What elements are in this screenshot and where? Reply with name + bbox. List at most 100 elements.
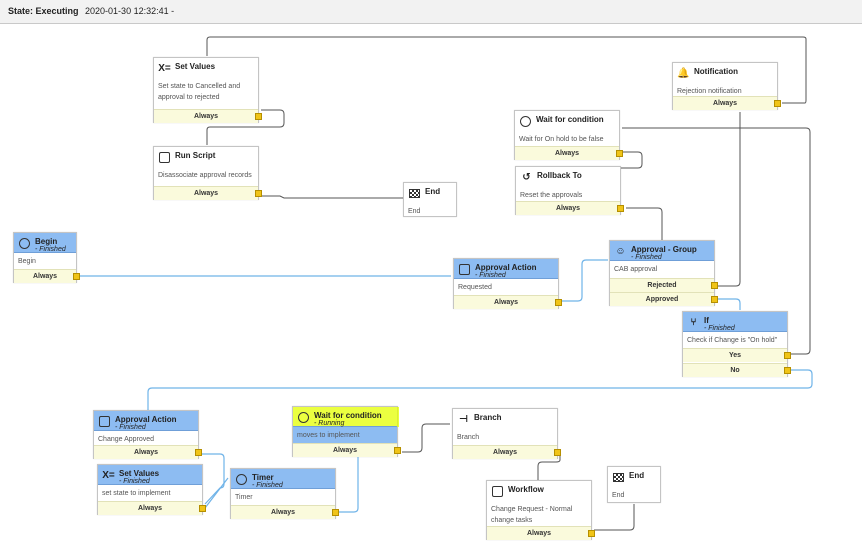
workflow-node[interactable]: Workflow Change Request - Normal change …: [486, 480, 595, 540]
node-status: - Finished: [631, 254, 662, 261]
transition-always[interactable]: Always: [231, 505, 339, 519]
node-title: Run Script: [175, 151, 216, 160]
node-title: Approval Action: [475, 263, 537, 272]
connection-lines: [79, 36, 813, 531]
finish-flag-icon: [612, 471, 625, 484]
transition-approved[interactable]: Approved: [610, 292, 718, 306]
transition-always[interactable]: Always: [14, 269, 80, 283]
branch-icon: ⊣: [458, 414, 469, 425]
transition-yes[interactable]: Yes: [683, 348, 791, 362]
output-port[interactable]: [255, 190, 262, 197]
transition-no[interactable]: No: [683, 363, 791, 377]
running-highlight: [293, 407, 399, 427]
wire-rollback-to-group: [626, 207, 663, 240]
transition-always[interactable]: Always: [154, 186, 262, 200]
node-description: Rejection notification: [677, 88, 742, 95]
script-icon: [158, 151, 171, 164]
set-values-icon: X=: [158, 63, 171, 74]
node-description: moves to implement: [293, 427, 397, 443]
transition-always[interactable]: Always: [454, 295, 562, 309]
play-icon: [18, 237, 31, 250]
node-title: End: [629, 471, 645, 480]
transition-always[interactable]: Always: [94, 445, 202, 459]
output-port[interactable]: [73, 273, 80, 280]
transition-always[interactable]: Always: [516, 201, 624, 215]
output-port[interactable]: [394, 447, 401, 454]
transition-always[interactable]: Always: [154, 109, 262, 123]
transition-always[interactable]: Always: [453, 445, 561, 459]
set-values-node-bottom[interactable]: X= Set Values - Finished set state to im…: [97, 464, 206, 515]
node-description: Disassociate approval records: [158, 172, 252, 179]
node-status: - Finished: [35, 246, 66, 253]
wire-approval-to-setvalues: [201, 453, 225, 505]
approval-action-node-bottom[interactable]: Approval Action - Finished Change Approv…: [93, 410, 202, 459]
set-values-node-top[interactable]: X= Set Values Set state to Cancelled and…: [153, 57, 262, 123]
output-port[interactable]: [255, 113, 262, 120]
output-port[interactable]: [195, 449, 202, 456]
output-port[interactable]: [711, 282, 718, 289]
transition-always[interactable]: Always: [98, 501, 206, 515]
node-title: Set Values: [119, 469, 160, 478]
end-node-top[interactable]: End End: [403, 182, 457, 217]
transition-always[interactable]: Always: [515, 146, 623, 160]
branch-decision-icon: ⑂: [690, 317, 697, 328]
node-description: Timer: [235, 494, 253, 501]
timer-node[interactable]: Timer - Finished Timer Always: [230, 468, 339, 519]
branch-node[interactable]: ⊣ Branch Branch Always: [452, 408, 561, 459]
output-port[interactable]: [616, 150, 623, 157]
approval-group-node[interactable]: ☺ Approval - Group - Finished CAB approv…: [609, 240, 718, 306]
wire-rejected-to-notification: [716, 112, 741, 287]
node-title: Notification: [694, 67, 738, 76]
node-description: CAB approval: [614, 266, 658, 273]
output-port[interactable]: [774, 100, 781, 107]
output-port[interactable]: [784, 367, 791, 374]
node-status: - Finished: [704, 325, 735, 332]
run-script-node[interactable]: Run Script Disassociate approval records…: [153, 146, 262, 200]
approval-action-node-top[interactable]: Approval Action - Finished Requested Alw…: [453, 258, 562, 309]
node-title: Wait for condition: [536, 115, 604, 124]
output-port[interactable]: [332, 509, 339, 516]
output-port[interactable]: [588, 530, 595, 537]
output-port[interactable]: [711, 296, 718, 303]
workflow-canvas[interactable]: X= Set Values Set state to Cancelled and…: [0, 24, 862, 555]
wait-for-condition-node-onhold[interactable]: Wait for condition Wait for On hold to b…: [514, 110, 623, 160]
stopwatch-icon: [519, 115, 532, 128]
wire-approval-to-group: [562, 259, 608, 302]
begin-node[interactable]: Begin - Finished Begin Always: [13, 232, 80, 283]
end-node-bottom[interactable]: End End: [607, 466, 661, 503]
node-title: Rollback To: [537, 171, 582, 180]
node-title: Branch: [474, 413, 502, 422]
output-port[interactable]: [199, 505, 206, 512]
output-port[interactable]: [617, 205, 624, 212]
wire-yes-to-wait: [622, 127, 811, 355]
transition-always[interactable]: Always: [293, 443, 401, 457]
wait-for-condition-node-running[interactable]: Wait for condition - Running moves to im…: [292, 406, 401, 457]
output-port[interactable]: [784, 352, 791, 359]
transition-always[interactable]: Always: [487, 526, 595, 540]
wire-branch-to-workflow: [537, 454, 561, 480]
node-title: Timer: [252, 473, 274, 482]
wire-wait-to-branch: [402, 423, 450, 453]
top-bar: State: Executing 2020-01-30 12:32:41 -: [0, 0, 862, 24]
node-status: - Finished: [475, 272, 506, 279]
transition-rejected[interactable]: Rejected: [610, 278, 718, 292]
transition-always[interactable]: Always: [673, 96, 781, 110]
node-status: - Finished: [115, 424, 146, 431]
output-port[interactable]: [555, 299, 562, 306]
bell-icon: 🔔: [677, 68, 690, 79]
wire-no-to-approval-bottom: [147, 369, 813, 410]
node-title: Set Values: [175, 62, 216, 71]
node-description: Change Request - Normal change tasks: [491, 506, 573, 524]
node-description: End: [408, 208, 421, 215]
wire-approved-to-if: [716, 298, 741, 310]
node-status: - Finished: [252, 482, 283, 489]
checkbox-icon: [98, 415, 111, 428]
set-values-icon: X=: [102, 470, 115, 481]
node-description: Check if Change is "On hold": [687, 337, 778, 344]
rollback-to-node[interactable]: ↺ Rollback To Reset the approvals Always: [515, 166, 624, 215]
node-description: Set state to Cancelled and approval to r…: [158, 83, 241, 101]
output-port[interactable]: [554, 449, 561, 456]
notification-node[interactable]: 🔔 Notification Rejection notification Al…: [672, 62, 781, 110]
finish-flag-icon: [408, 187, 421, 200]
if-node[interactable]: ⑂ If - Finished Check if Change is "On h…: [682, 311, 791, 377]
